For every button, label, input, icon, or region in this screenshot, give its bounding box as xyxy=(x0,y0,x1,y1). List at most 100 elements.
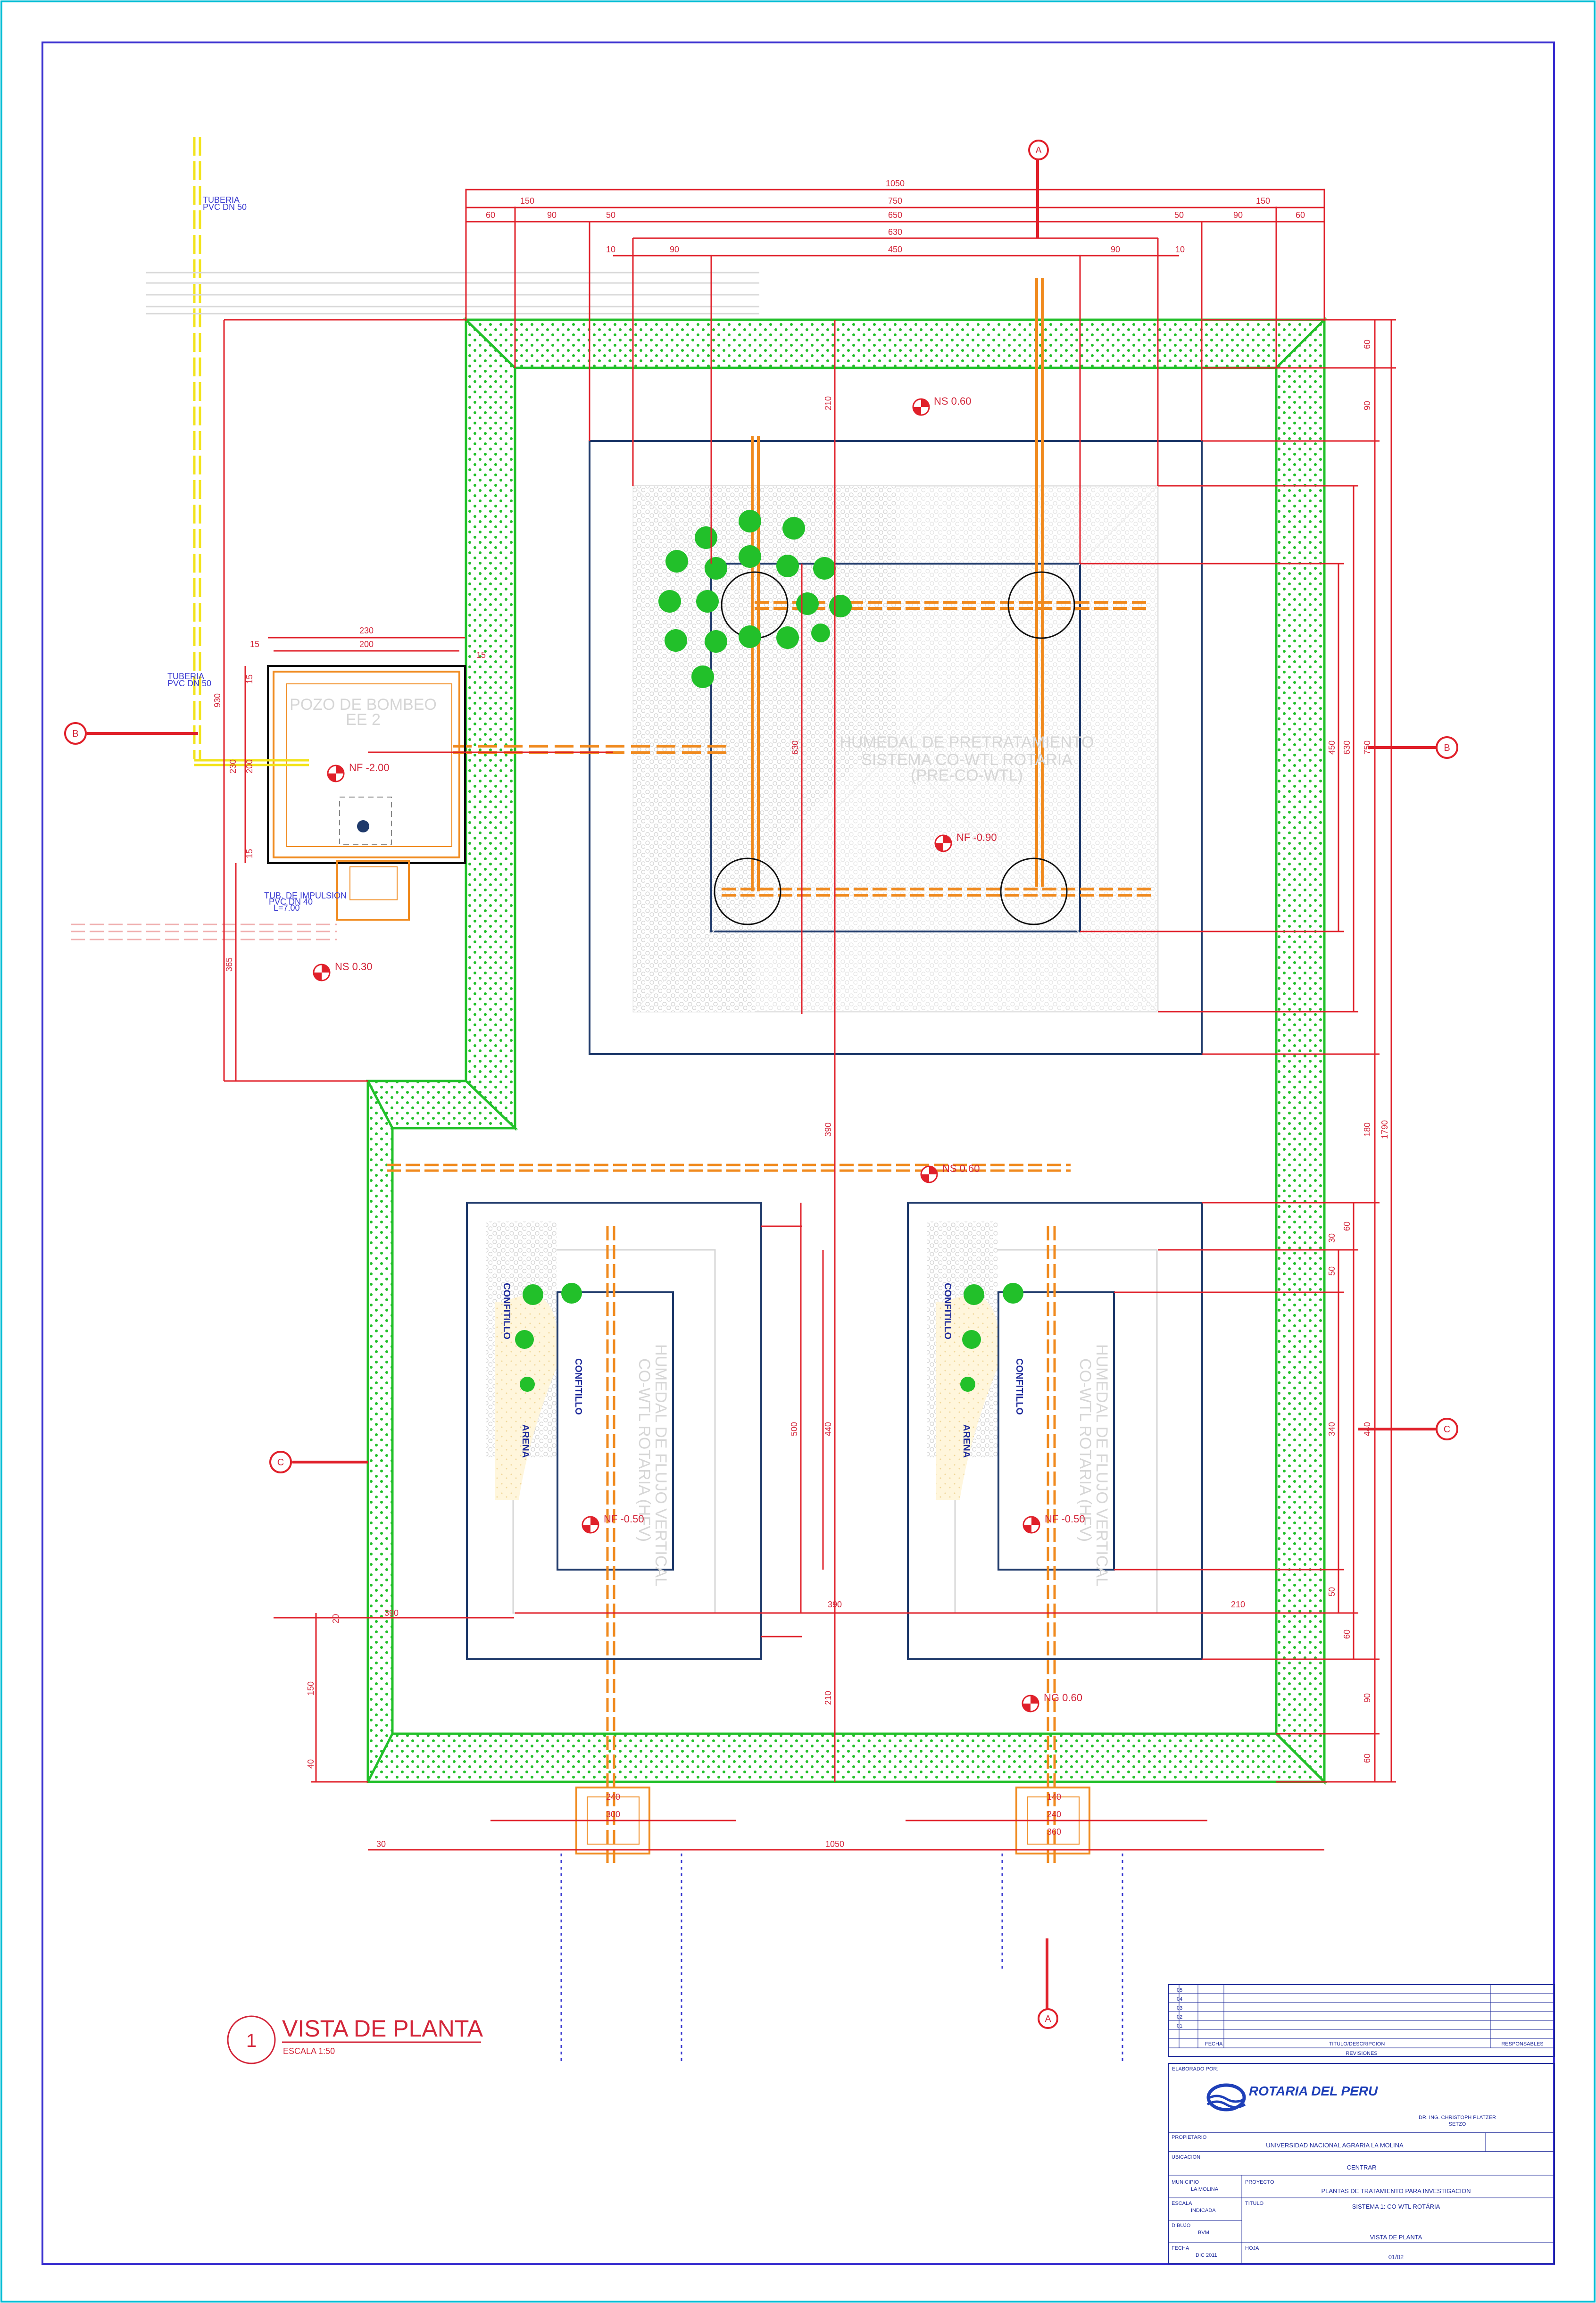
svg-text:C: C xyxy=(1444,1424,1450,1435)
drain-lines xyxy=(560,1854,1123,2061)
svg-text:60: 60 xyxy=(1342,1630,1352,1639)
svg-text:SISTEMA 1: CO-WTL ROTÁRIA: SISTEMA 1: CO-WTL ROTÁRIA xyxy=(1352,2203,1440,2210)
svg-text:630: 630 xyxy=(790,740,800,755)
level-ns-top: NS 0.60 xyxy=(912,395,972,416)
svg-text:440: 440 xyxy=(1363,1422,1372,1436)
svg-text:210: 210 xyxy=(823,396,833,410)
pump-well-label: POZO DE BOMBEO xyxy=(290,696,437,714)
svg-text:1050: 1050 xyxy=(825,1839,844,1849)
pretreatment-label-1: HUMEDAL DE PRETRATAMIENTO xyxy=(840,733,1094,751)
svg-text:60: 60 xyxy=(1363,340,1372,349)
pump-well-dimensions: 230 200 15 15 15 200 15 230 930 365 xyxy=(213,626,486,972)
svg-text:ELABORADO POR:: ELABORADO POR: xyxy=(1172,2066,1218,2072)
svg-text:SETZO: SETZO xyxy=(1449,2121,1466,2127)
section-marker-a-top: A xyxy=(1028,140,1049,160)
svg-text:VISTA DE PLANTA: VISTA DE PLANTA xyxy=(1370,2234,1422,2241)
level-ns-mid: NS 0.60 xyxy=(920,1163,980,1183)
svg-text:15: 15 xyxy=(250,640,259,649)
svg-text:630: 630 xyxy=(1342,740,1352,755)
svg-text:50: 50 xyxy=(1327,1587,1337,1596)
svg-text:60: 60 xyxy=(1363,1754,1372,1763)
svg-text:90: 90 xyxy=(1363,401,1372,410)
bottom-dimensions: 20 150 40 30 1050 240 300 140 240 360 xyxy=(306,1614,1061,1849)
svg-text:300: 300 xyxy=(606,1810,620,1819)
level-nf-top: NF -0.90 xyxy=(934,831,997,852)
svg-text:10: 10 xyxy=(1175,245,1185,254)
svg-text:1790: 1790 xyxy=(1380,1120,1389,1139)
vertical-wetland-right-label-1: HUMEDAL DE FLUJO VERTICAL xyxy=(1093,1344,1111,1587)
svg-text:210: 210 xyxy=(823,1691,833,1705)
svg-text:30: 30 xyxy=(376,1839,386,1849)
svg-text:50: 50 xyxy=(606,210,615,220)
svg-text:FECHA: FECHA xyxy=(1172,2245,1189,2251)
svg-text:PROPIETARIO: PROPIETARIO xyxy=(1172,2135,1207,2140)
svg-text:PVC DN 50: PVC DN 50 xyxy=(167,679,211,688)
svg-text:NF -0.90: NF -0.90 xyxy=(956,831,997,843)
svg-text:500: 500 xyxy=(790,1422,799,1436)
svg-text:450: 450 xyxy=(888,245,902,254)
company-name: ROTARIA DEL PERU xyxy=(1249,2084,1378,2098)
view-scale: ESCALA 1:50 xyxy=(283,2046,335,2056)
svg-text:750: 750 xyxy=(888,196,902,206)
view-title-text: VISTA DE PLANTA xyxy=(282,2015,483,2042)
top-dimensions: 1050 150 750 150 60 90 50 650 50 90 60 6… xyxy=(486,179,1305,254)
section-marker-b-right: B xyxy=(1436,736,1458,759)
drawing-frame xyxy=(42,42,1555,2265)
svg-text:150: 150 xyxy=(1256,196,1270,206)
svg-text:C: C xyxy=(277,1457,284,1468)
svg-text:50: 50 xyxy=(1174,210,1184,220)
pretreatment-label-2: SISTEMA CO-WTL ROTARIA xyxy=(861,751,1072,769)
svg-text:1050: 1050 xyxy=(886,179,905,188)
svg-text:REVISIONES: REVISIONES xyxy=(1346,2051,1377,2056)
svg-text:NS 0.60: NS 0.60 xyxy=(942,1163,980,1174)
svg-text:TUBERIA: TUBERIA xyxy=(203,195,240,205)
perimeter-wall xyxy=(366,316,1328,1785)
svg-text:30: 30 xyxy=(1327,1233,1337,1243)
sheet-number: 01/02 xyxy=(1388,2253,1404,2261)
svg-text:NF -0.50: NF -0.50 xyxy=(1045,1513,1085,1525)
svg-text:60: 60 xyxy=(486,210,495,220)
pump-well-sublabel: EE 2 xyxy=(346,711,381,729)
svg-text:40: 40 xyxy=(306,1759,316,1769)
svg-text:930: 930 xyxy=(213,693,222,707)
distribution-pipe xyxy=(387,1164,1071,1172)
svg-text:A: A xyxy=(1045,2014,1051,2024)
confitillo-label-left-2: CONFITILLO xyxy=(573,1358,583,1415)
pretreatment-wetland: HUMEDAL DE PRETRATAMIENTO SISTEMA CO-WTL… xyxy=(453,278,1203,1055)
incoming-lines xyxy=(146,272,759,315)
svg-text:TITULO: TITULO xyxy=(1245,2201,1264,2206)
svg-text:PROYECTO: PROYECTO xyxy=(1245,2179,1274,2185)
arena-label-left: ARENA xyxy=(520,1424,531,1458)
svg-text:NG 0.60: NG 0.60 xyxy=(1044,1692,1082,1704)
view-title: 1 VISTA DE PLANTA ESCALA 1:50 xyxy=(227,2015,483,2064)
svg-text:PVC DN 40: PVC DN 40 xyxy=(269,897,313,906)
svg-text:B: B xyxy=(72,729,78,739)
svg-text:LA MOLINA: LA MOLINA xyxy=(1191,2187,1219,2192)
vertical-wetland-right: CONFITILLO CONFITILLO ARENA HUMEDAL DE F… xyxy=(907,1202,1203,1868)
svg-text:90: 90 xyxy=(1233,210,1243,220)
svg-text:90: 90 xyxy=(1363,1693,1372,1703)
svg-text:240: 240 xyxy=(1047,1810,1061,1819)
title-block: 05 04 03 02 01 FECHA TITULO/DESCRIPCION … xyxy=(1168,1984,1555,2264)
svg-text:340: 340 xyxy=(1327,1422,1337,1436)
svg-text:PVC DN 50: PVC DN 50 xyxy=(203,202,247,212)
svg-text:230: 230 xyxy=(359,626,374,635)
confitillo-label-right-2: CONFITILLO xyxy=(1014,1358,1024,1415)
svg-text:90: 90 xyxy=(1111,245,1120,254)
svg-text:150: 150 xyxy=(306,1681,316,1696)
svg-text:150: 150 xyxy=(520,196,534,206)
svg-text:MUNICIPIO: MUNICIPIO xyxy=(1172,2179,1199,2185)
svg-text:TUBERIA: TUBERIA xyxy=(167,672,204,681)
svg-text:DIC 2011: DIC 2011 xyxy=(1196,2253,1217,2258)
level-nf-pozo: NF -2.00 xyxy=(327,762,390,782)
pump-well: POZO DE BOMBEO EE 2 xyxy=(267,665,466,921)
svg-text:DR. ING. CHRISTOPH PLATZER: DR. ING. CHRISTOPH PLATZER xyxy=(1419,2115,1496,2120)
svg-text:90: 90 xyxy=(670,245,679,254)
svg-text:240: 240 xyxy=(606,1792,620,1802)
svg-text:DIBUJO: DIBUJO xyxy=(1172,2223,1191,2228)
right-dimensions: 60 90 450 630 750 180 1790 30 60 50 340 … xyxy=(1327,340,1389,1763)
confitillo-label-right-1: CONFITILLO xyxy=(942,1283,953,1339)
svg-text:200: 200 xyxy=(359,640,374,649)
svg-text:NS 0.60: NS 0.60 xyxy=(934,395,972,407)
svg-text:390: 390 xyxy=(823,1122,833,1137)
